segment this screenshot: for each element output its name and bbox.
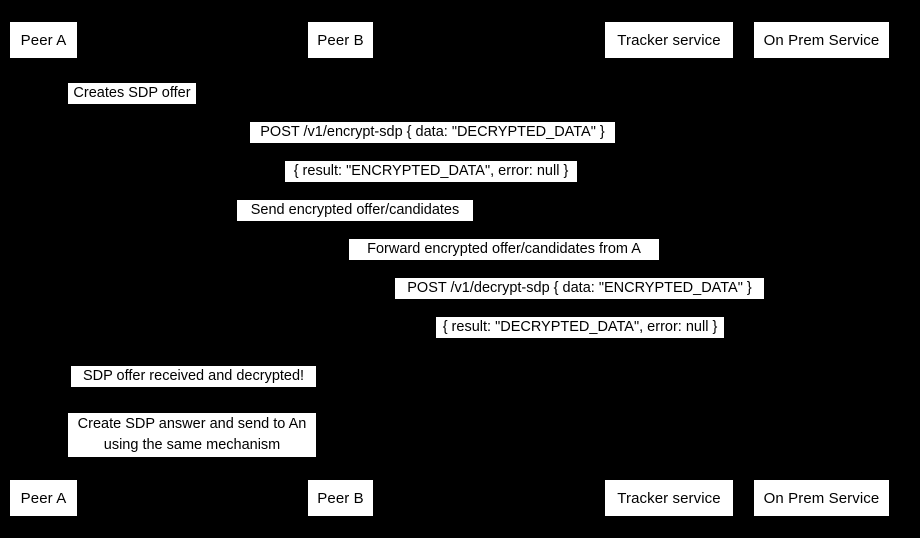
message-label-post-decrypt-sdp[interactable]: POST /v1/decrypt-sdp { data: "ENCRYPTED_…	[395, 278, 764, 299]
participant-label: Peer A	[20, 489, 67, 507]
participant-box-tracker-service-bottom[interactable]: Tracker service	[605, 480, 733, 516]
participant-label: Peer A	[20, 31, 67, 49]
message-text: Send encrypted offer/candidates	[250, 202, 460, 218]
message-label-creates-sdp-offer[interactable]: Creates SDP offer	[68, 83, 196, 104]
participant-box-peer-a-top[interactable]: Peer A	[10, 22, 77, 58]
message-text: POST /v1/encrypt-sdp { data: "DECRYPTED_…	[260, 124, 605, 140]
participant-box-peer-b-bottom[interactable]: Peer B	[308, 480, 373, 516]
message-label-encrypt-sdp-result[interactable]: { result: "ENCRYPTED_DATA", error: null …	[285, 161, 577, 182]
participant-label: On Prem Service	[763, 489, 880, 507]
message-label-decrypt-sdp-result[interactable]: { result: "DECRYPTED_DATA", error: null …	[436, 317, 724, 338]
message-label-send-encrypted-offer[interactable]: Send encrypted offer/candidates	[237, 200, 473, 221]
participant-box-peer-b-top[interactable]: Peer B	[308, 22, 373, 58]
participant-label: Tracker service	[617, 31, 721, 49]
message-label-post-encrypt-sdp[interactable]: POST /v1/encrypt-sdp { data: "DECRYPTED_…	[250, 122, 615, 143]
message-text: POST /v1/decrypt-sdp { data: "ENCRYPTED_…	[407, 280, 752, 296]
note-create-sdp-answer[interactable]: Create SDP answer and send to An using t…	[68, 413, 316, 457]
participant-label: Peer B	[317, 31, 364, 49]
participant-label: Tracker service	[617, 489, 721, 507]
message-text: Creates SDP offer	[73, 85, 191, 101]
message-label-forward-encrypted-offer[interactable]: Forward encrypted offer/candidates from …	[349, 239, 659, 260]
participant-box-tracker-service-top[interactable]: Tracker service	[605, 22, 733, 58]
participant-box-peer-a-bottom[interactable]: Peer A	[10, 480, 77, 516]
participant-box-on-prem-service-top[interactable]: On Prem Service	[754, 22, 889, 58]
message-text: Forward encrypted offer/candidates from …	[367, 241, 641, 257]
participant-label: Peer B	[317, 489, 364, 507]
message-text: SDP offer received and decrypted!	[82, 368, 305, 384]
message-label-sdp-offer-received[interactable]: SDP offer received and decrypted!	[71, 366, 316, 387]
participant-label: On Prem Service	[763, 31, 880, 49]
message-text: { result: "DECRYPTED_DATA", error: null …	[442, 319, 718, 335]
message-text: { result: "ENCRYPTED_DATA", error: null …	[293, 163, 569, 179]
participant-box-on-prem-service-bottom[interactable]: On Prem Service	[754, 480, 889, 516]
